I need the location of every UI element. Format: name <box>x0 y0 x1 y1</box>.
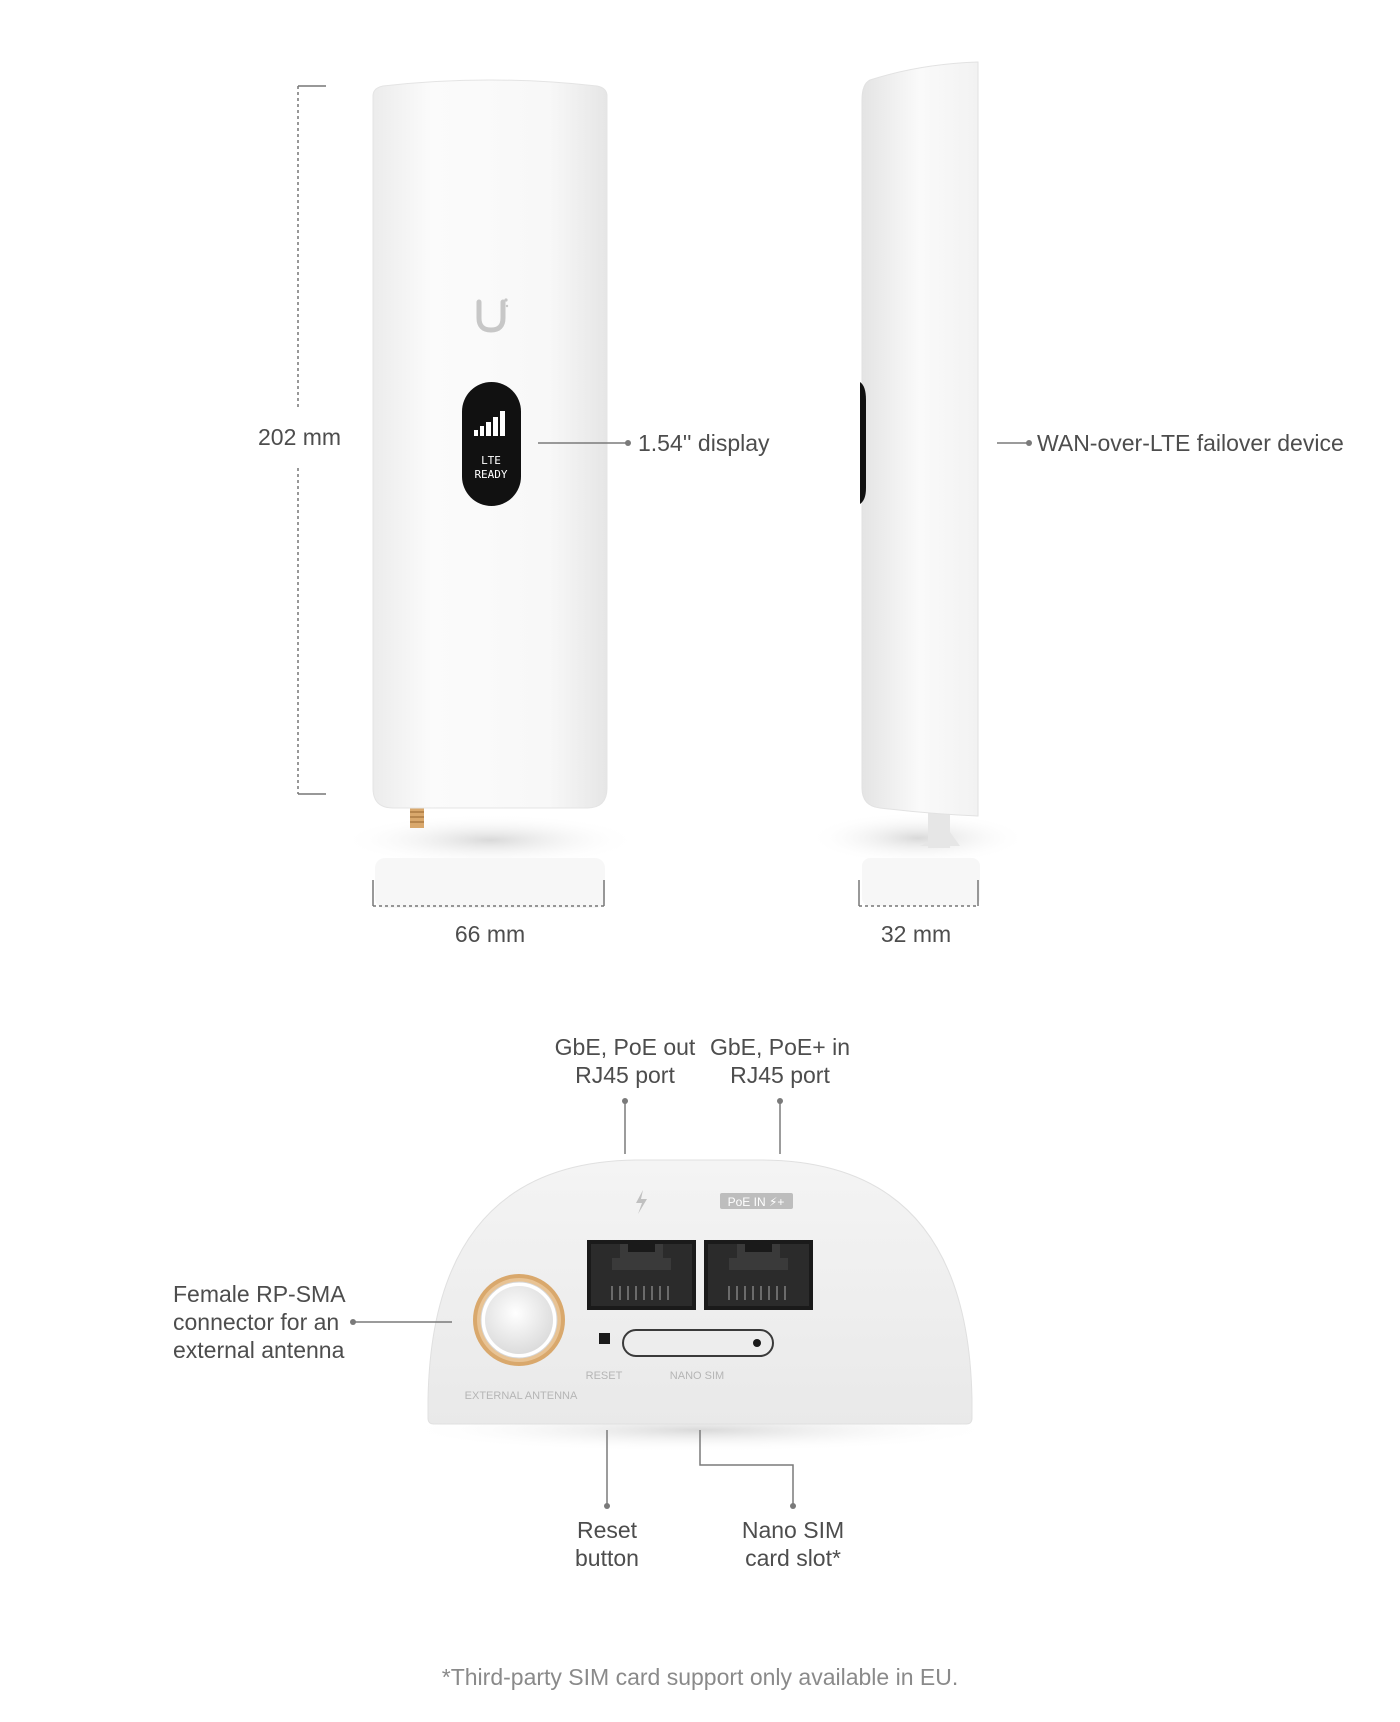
front-view-device: LTE READY <box>340 79 640 908</box>
reset-callout-line <box>604 1430 610 1509</box>
footnote: *Third-party SIM card support only avail… <box>441 1664 959 1690</box>
front-width-bracket <box>372 880 605 907</box>
poe-in-badge <box>720 1193 793 1209</box>
reset-button <box>599 1333 610 1344</box>
device-callout-label: WAN-over-LTE failover device <box>1037 430 1344 456</box>
lte-display <box>462 382 521 506</box>
poe-in-callout-line <box>777 1098 783 1154</box>
sim-label: NANO SIM <box>670 1370 724 1382</box>
side-width-label: 32 mm <box>880 921 952 947</box>
lightning-icon <box>636 1190 647 1214</box>
external-antenna-connector <box>473 1274 565 1366</box>
signal-bars-icon <box>474 411 505 436</box>
poe-out-callout-label: GbE, PoE out RJ45 port <box>554 1034 696 1088</box>
antenna-callout-label: Female RP-SMA connector for an external … <box>173 1281 346 1363</box>
display-callout-label: 1.54'' display <box>638 430 770 456</box>
bottom-panel: PoE IN ⚡+ RESET NANO SIM EXTERNAL ANTENN… <box>400 1159 1000 1452</box>
sim-callout-line <box>699 1430 796 1509</box>
poe-out-rj45-port <box>587 1240 696 1310</box>
poe-in-callout-label: GbE, PoE+ in RJ45 port <box>710 1034 850 1088</box>
side-width-bracket <box>858 880 979 907</box>
reset-callout-label: Reset button <box>575 1517 639 1571</box>
height-dimension-bracket <box>297 85 326 795</box>
side-view-device <box>808 61 1028 906</box>
poe-in-badge-text: PoE IN ⚡+ <box>728 1195 785 1209</box>
display-line-2: READY <box>474 468 507 481</box>
front-width-label: 66 mm <box>454 921 526 947</box>
sim-callout-label: Nano SIM card slot* <box>741 1517 845 1571</box>
height-dimension-label: 202 mm <box>258 424 342 450</box>
display-callout-line <box>538 440 631 446</box>
antenna-label: EXTERNAL ANTENNA <box>465 1390 578 1402</box>
display-line-1: LTE <box>481 454 501 467</box>
nano-sim-slot <box>622 1329 774 1357</box>
reset-label: RESET <box>586 1370 623 1382</box>
poe-in-rj45-port <box>704 1240 813 1310</box>
antenna-callout-line <box>350 1319 452 1325</box>
ubiquiti-logo-icon <box>476 298 509 333</box>
device-callout-line <box>997 440 1032 446</box>
poe-out-callout-line <box>622 1098 628 1154</box>
